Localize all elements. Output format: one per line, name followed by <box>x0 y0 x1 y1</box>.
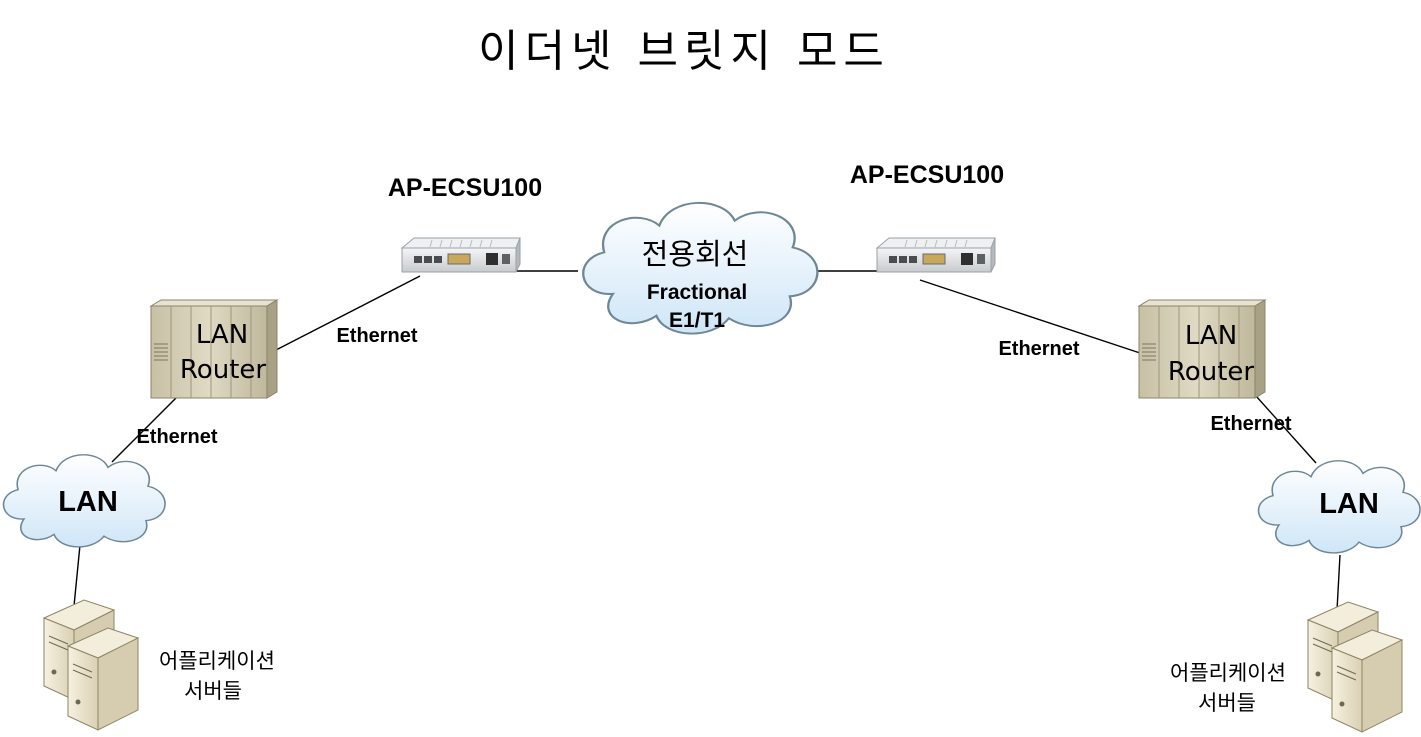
left-router-label-line1: LAN <box>196 320 248 350</box>
left-lan-label: LAN <box>58 486 118 518</box>
left-servers-label-line2: 서버들 <box>184 679 242 703</box>
cloud-label-fractional: Fractional <box>647 281 747 304</box>
right-router-label-line1: LAN <box>1185 321 1237 351</box>
link-right-device-to-router <box>919 279 1141 354</box>
link-left-router-to-lan <box>111 397 177 463</box>
left-ap-ecsu100-device-icon <box>401 237 521 273</box>
right-servers-label-line1: 어플리케이션 <box>1170 661 1286 685</box>
link-left-lan-to-servers <box>73 544 81 607</box>
left-servers-label-line1: 어플리케이션 <box>159 649 275 673</box>
link-right-lan-to-servers <box>1336 554 1341 611</box>
link-left-router-to-device <box>275 275 421 351</box>
cloud-label-e1t1: E1/T1 <box>669 309 725 332</box>
link-right-router-to-lan <box>1255 395 1317 464</box>
left-device-label: AP-ECSU100 <box>388 174 542 202</box>
right-lan-label: LAN <box>1319 488 1379 520</box>
right-ethernet-router-lan-label: Ethernet <box>1210 413 1291 435</box>
right-device-label: AP-ECSU100 <box>850 161 1004 189</box>
right-server-stack-icon <box>1307 601 1403 733</box>
right-router-label-line2: Router <box>1168 357 1254 387</box>
left-server-stack-icon <box>43 599 139 731</box>
right-ap-ecsu100-device-icon <box>876 237 996 273</box>
right-ethernet-router-device-label: Ethernet <box>998 338 1079 360</box>
left-ethernet-router-device-label: Ethernet <box>336 325 417 347</box>
left-ethernet-router-lan-label: Ethernet <box>136 426 217 448</box>
left-router-label-line2: Router <box>180 355 266 385</box>
right-servers-label-line2: 서버들 <box>1198 691 1256 715</box>
diagram-title: 이더넷 브릿지 모드 <box>478 26 890 77</box>
connection-lines <box>73 270 1341 611</box>
cloud-label-korean: 전용회선 <box>642 237 749 271</box>
